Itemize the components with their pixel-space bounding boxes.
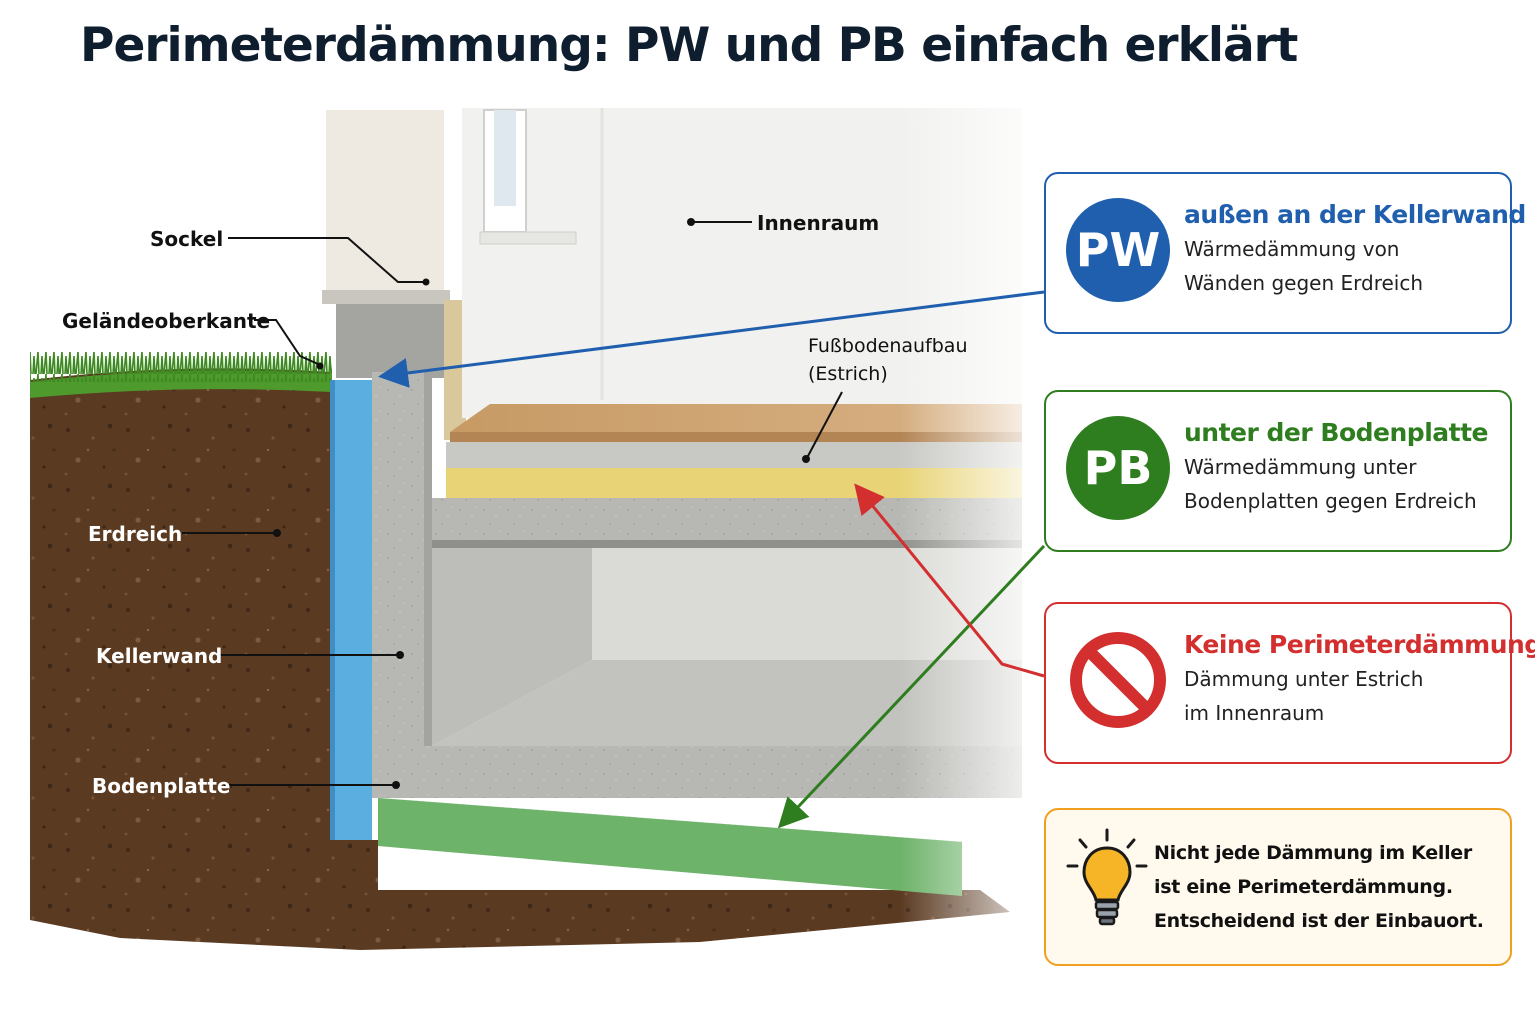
card-pb: PB unter der Bodenplatte Wärmedämmung un… [1044, 390, 1512, 552]
label-gelaendeoberkante: Geländeoberkante [62, 309, 270, 333]
wood-floor [450, 404, 1022, 432]
grass-blades [30, 352, 332, 382]
label-fussbodenaufbau: Fußbodenaufbau [808, 335, 968, 357]
basement-wall [372, 372, 432, 798]
leader-lines [182, 218, 843, 789]
leader-fussboden-dot [802, 455, 810, 463]
sockel-ledge [322, 290, 450, 304]
card-none-body: Keine Perimeterdämmung Dämmung unter Est… [1184, 628, 1535, 730]
card-pw-line2: Wänden gegen Erdreich [1184, 271, 1424, 295]
card-pw-heading: außen an der Kellerwand [1184, 200, 1526, 229]
leader-sockel-dot [422, 278, 430, 286]
card-keine-perimeterdaemmung: Keine Perimeterdämmung Dämmung unter Est… [1044, 602, 1535, 764]
label-kellerwand: Kellerwand [96, 644, 222, 668]
card-pw-line1: Wärmedämmung von [1184, 237, 1400, 261]
leader-innenraum-dot [687, 218, 695, 226]
badge-pb: PB [1066, 416, 1170, 520]
pb-insulation [378, 798, 962, 896]
card-tip-line2: ist eine Perimeterdämmung. [1154, 876, 1453, 898]
leader-fussboden [807, 391, 843, 457]
card-pw-body: außen an der Kellerwand Wärmedämmung von… [1184, 198, 1526, 300]
label-estrich: (Estrich) [808, 363, 888, 385]
card-none-line2: im Innenraum [1184, 701, 1325, 725]
sockel-block [336, 304, 444, 378]
card-pb-body: unter der Bodenplatte Wärmedämmung unter… [1184, 416, 1500, 518]
leader-erdreich-dot [273, 529, 281, 537]
window-pane [494, 110, 516, 206]
pb-insulation-edge [378, 798, 964, 842]
card-none-heading: Keine Perimeterdämmung [1184, 630, 1535, 659]
card-pb-line2: Bodenplatten gegen Erdreich [1184, 489, 1477, 513]
arrow-pw [378, 290, 1045, 388]
card-tip: Nicht jede Dämmung im Keller ist eine Pe… [1044, 808, 1512, 966]
arrow-none [854, 483, 1045, 678]
wood-floor-edge [450, 432, 1022, 442]
card-tip-body: Nicht jede Dämmung im Keller ist eine Pe… [1154, 836, 1500, 938]
window-sill [479, 231, 577, 245]
label-innenraum: Innenraum [757, 211, 879, 235]
page-title: Perimeterdämmung: PW und PB einfach erkl… [80, 18, 1298, 73]
badge-pw: PW [1066, 198, 1170, 302]
leader-bodenplatte-dot [392, 781, 400, 789]
leader-kellerwand-dot [396, 651, 404, 659]
card-tip-line1: Nicht jede Dämmung im Keller [1154, 842, 1472, 864]
lightbulb-icon [1066, 828, 1148, 926]
label-bodenplatte: Bodenplatte [92, 774, 230, 798]
card-pw: PW außen an der Kellerwand Wärmedämmung … [1044, 172, 1526, 334]
soil [30, 368, 1010, 950]
leader-gelaende-dot [316, 362, 324, 370]
pw-insulation [330, 380, 372, 840]
pw-insulation-edge [330, 380, 335, 840]
card-pb-line1: Wärmedämmung unter [1184, 455, 1417, 479]
wall-cavity [444, 300, 466, 440]
card-none-line1: Dämmung unter Estrich [1184, 667, 1424, 691]
label-erdreich: Erdreich [88, 522, 182, 546]
card-pb-heading: unter der Bodenplatte [1184, 418, 1489, 447]
card-tip-line3: Entscheidend ist der Einbauort. [1154, 910, 1484, 932]
leader-sockel [228, 237, 424, 283]
basement-wall-face [424, 372, 432, 798]
prohibited-icon [1070, 632, 1166, 728]
arrow-pb [777, 544, 1046, 829]
facade-wall [326, 110, 444, 302]
basement-left-wall [432, 548, 592, 746]
floor-slab-shadow [432, 540, 1022, 548]
leader-gelaende [254, 319, 319, 365]
scene-fade [900, 100, 1060, 960]
label-sockel: Sockel [150, 227, 223, 251]
